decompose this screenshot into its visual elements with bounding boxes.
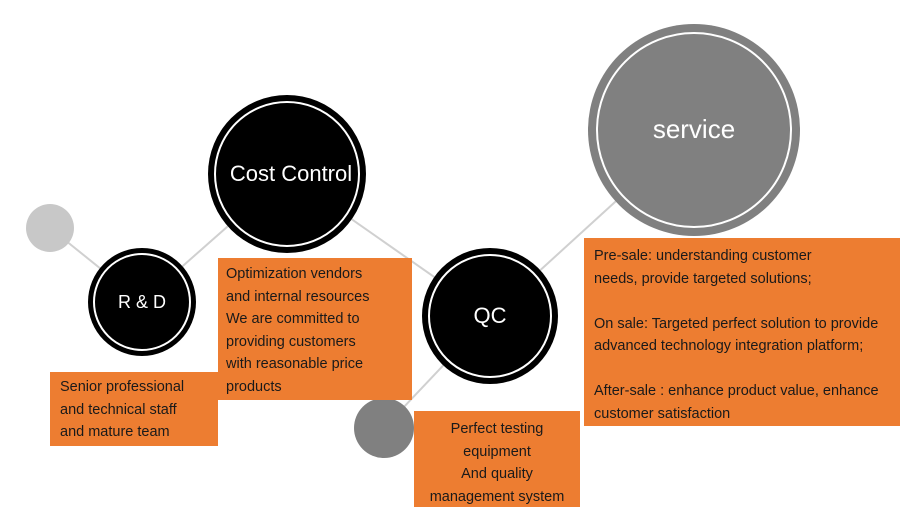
node-cost-control: Cost Control [208,95,366,253]
box-service-line: Pre-sale: understanding customer [594,248,812,264]
box-qc: Perfect testing equipment And quality ma… [414,411,580,507]
box-service-line: needs, provide targeted solutions; [594,270,812,287]
box-service-line [594,358,900,381]
box-qc-line: management system [429,488,565,505]
box-service-line [594,290,900,313]
box-cost-control-line: Optimization vendors [226,266,363,282]
decor-dot-light [26,204,74,252]
box-rd-line: and mature team [60,424,170,440]
box-rd-line: Senior professional [60,379,185,395]
box-rd: Senior professional and technical staff … [50,372,218,446]
node-rd: R & D [88,248,196,356]
box-cost-control-line: and internal resources [226,288,370,305]
node-service: service [588,24,800,236]
box-cost-control-line: with reasonable price [226,356,364,372]
box-qc-line: And quality [461,466,533,482]
node-qc: QC [422,248,558,384]
box-service-line: On sale: Targeted perfect solution to pr… [594,315,879,332]
box-service-line: After-sale : enhance product value, enha… [594,383,879,399]
box-cost-control-line: products [226,378,282,395]
box-cost-control: Optimization vendors and internal resour… [218,258,412,400]
box-rd-line: and technical staff [60,401,177,418]
box-service: Pre-sale: understanding customer needs, … [584,238,900,426]
box-qc-line: Perfect testing [450,421,544,437]
node-qc-label: QC [473,303,507,328]
box-cost-control-line: providing customers [226,333,356,350]
node-rd-label: R & D [117,291,166,312]
box-service-line: advanced technology integration platform… [594,338,864,354]
decor-dot-gray [354,398,414,458]
node-service-label: service [652,114,736,144]
node-cost-control-label: Cost Control [227,157,355,191]
box-service-line: customer satisfaction [594,405,731,422]
box-cost-control-line: We are committed to [226,311,360,327]
box-qc-line: equipment [463,443,531,460]
